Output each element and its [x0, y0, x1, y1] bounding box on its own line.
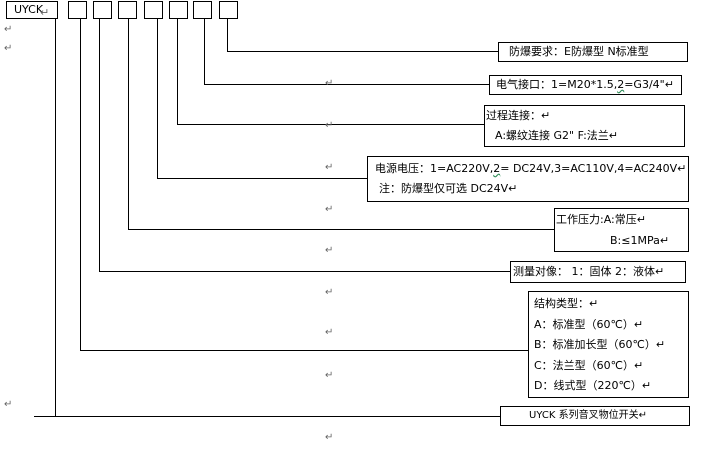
structure-d: D：线式型（220℃）↵ [534, 379, 652, 392]
return-mark: ↵ [325, 204, 334, 215]
connector-struct-v [80, 19, 81, 350]
connector-series-h [34, 416, 500, 417]
process-box: 过程连接：↵ A:螺纹连接 G2" F:法兰↵ [484, 105, 685, 147]
return-mark: ↵ [4, 24, 13, 35]
code-slot-5 [169, 1, 188, 19]
structure-c: C：法兰型（60℃）↵ [534, 359, 644, 372]
return-mark: ↵ [4, 43, 13, 54]
return-mark: ↵ [325, 245, 334, 256]
explosion-box: 防爆要求：E防爆型 N标准型 [498, 42, 688, 62]
model-code: UYCK [14, 3, 44, 16]
code-slot-2 [93, 1, 112, 19]
power-box: 电源电压：1=AC220V,2= DC24V,3=AC110V,4=AC240V… [367, 156, 689, 202]
structure-title: 结构类型：↵ [534, 297, 599, 310]
code-slot-4 [144, 1, 163, 19]
connector-pressure-v [128, 19, 129, 229]
connector-medium-h [99, 271, 510, 272]
electric-text: 电气接口：1=M20*1.5,2=G3/4"↵ [496, 78, 674, 91]
connector-power-v [157, 19, 158, 178]
return-mark: ↵ [325, 162, 334, 173]
connector-pressure-h [128, 229, 554, 230]
connector-struct-h [80, 350, 528, 351]
pressure-title: 工作压力:A:常压↵ [556, 213, 646, 226]
return-mark: ↵ [325, 432, 334, 443]
return-mark: ↵ [325, 287, 334, 298]
return-mark: ↵ [4, 399, 13, 410]
power-text: 电源电压：1=AC220V,2= DC24V,3=AC110V,4=AC240V… [375, 162, 687, 175]
model-code-box: UYCK ↵ [6, 1, 58, 19]
connector-series-v [55, 19, 56, 416]
connector-medium-v [99, 19, 100, 271]
structure-b: B：标准加长型（60℃）↵ [534, 338, 666, 351]
code-slot-3 [118, 1, 137, 19]
pressure-line: B:≤1MPa↵ [610, 234, 670, 247]
code-slot-1 [68, 1, 87, 19]
code-slot-6 [193, 1, 212, 19]
process-title: 过程连接：↵ [486, 109, 551, 122]
connector-process-v [177, 19, 178, 124]
structure-box: 结构类型：↵ A：标准型（60℃）↵ B：标准加长型（60℃）↵ C：法兰型（6… [528, 291, 689, 398]
connector-process-h [177, 124, 484, 125]
electric-box: 电气接口：1=M20*1.5,2=G3/4"↵ [489, 75, 682, 95]
medium-box: 测量对像： 1：固体 2：液体↵ [510, 261, 686, 283]
structure-a: A：标准型（60℃）↵ [534, 318, 644, 331]
connector-explosion-v [227, 19, 228, 51]
return-mark: ↵ [325, 370, 334, 381]
series-text: UYCK 系列音叉物位开关↵ [529, 410, 647, 421]
medium-text: 测量对像： 1：固体 2：液体↵ [513, 265, 665, 278]
return-mark: ↵ [40, 6, 50, 19]
connector-explosion-h [227, 51, 498, 52]
connector-electric-v [204, 19, 205, 84]
code-slot-7 [219, 1, 238, 19]
return-mark: ↵ [325, 120, 334, 131]
power-note: 注：防爆型仅可选 DC24V↵ [379, 182, 518, 195]
connector-power-h [157, 178, 367, 179]
return-mark: ↵ [325, 327, 334, 338]
process-line: A:螺纹连接 G2" F:法兰↵ [495, 129, 619, 142]
series-box: UYCK 系列音叉物位开关↵ [500, 406, 690, 426]
pressure-box: 工作压力:A:常压↵ B:≤1MPa↵ [554, 208, 689, 252]
explosion-text: 防爆要求：E防爆型 N标准型 [509, 45, 649, 58]
connector-electric-h [204, 84, 489, 85]
return-mark: ↵ [325, 78, 334, 89]
